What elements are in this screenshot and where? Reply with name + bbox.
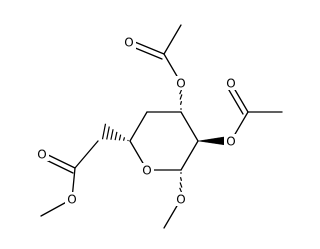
ester-oxygen-label: O <box>67 193 76 207</box>
methyl-ester-side-chain <box>39 123 129 217</box>
ester-carbonyl-oxygen-label: O <box>37 148 46 162</box>
bond-c4-c5 <box>129 111 148 142</box>
acetoxy-group-c3 <box>127 24 184 110</box>
ring-oxygen-label: O <box>142 164 151 178</box>
pyranose-ring <box>129 111 199 171</box>
molecule-structure: O O O O O O O O <box>35 24 283 229</box>
c3-acetyl-carbonyl-oxygen-label: O <box>124 36 133 50</box>
hash-bond-c5-ch2 <box>101 123 129 142</box>
bond-ac3-methyl <box>163 24 182 55</box>
c3-acetoxy-oxygen-label: O <box>176 77 185 91</box>
c2-acetoxy-oxygen-label: O <box>226 135 235 149</box>
c2-acetyl-carbonyl-oxygen-label: O <box>226 77 235 91</box>
atom-labels: O O O O O O O O <box>35 35 238 207</box>
bond-c2-c3 <box>180 111 199 142</box>
bond-ch2-ester-c <box>74 140 99 169</box>
acetoxy-group-c2 <box>197 82 283 147</box>
structure-canvas: O O O O O O O O <box>35 24 283 229</box>
bond-c1-c2 <box>180 140 199 171</box>
methoxy-oxygen-label: O <box>176 193 185 207</box>
